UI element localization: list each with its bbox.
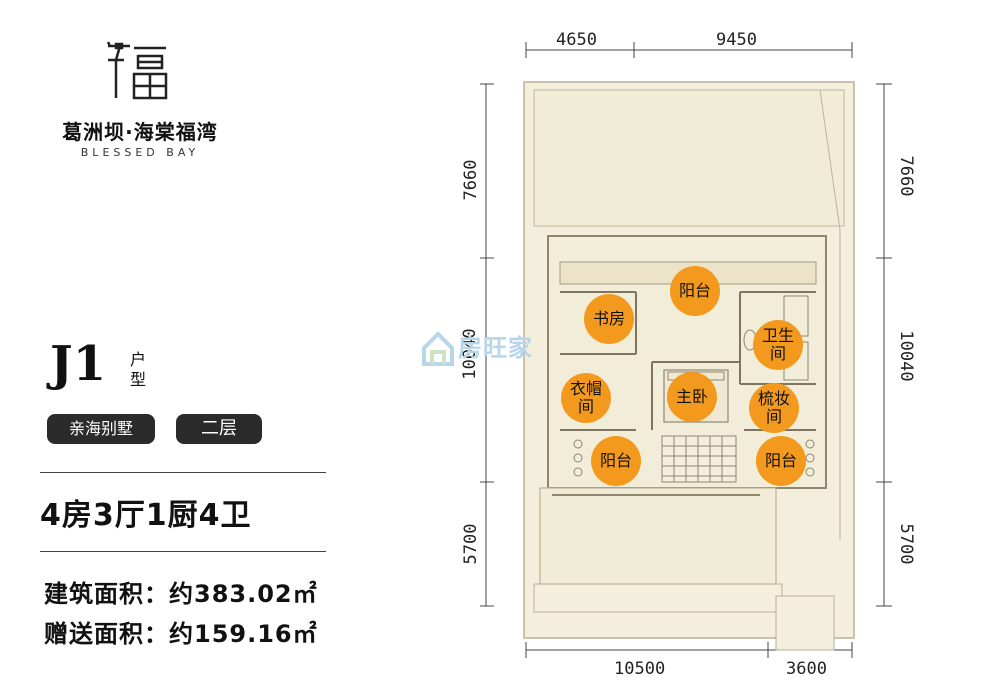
- room-master-bedroom: 主卧: [667, 372, 717, 422]
- watermark-text: 房旺家: [458, 334, 533, 362]
- unit-type-tag: 亲海别墅: [47, 414, 155, 444]
- brand-name-en: BLESSED BAY: [80, 146, 200, 159]
- divider: [40, 472, 326, 473]
- room-study: 书房: [584, 294, 634, 344]
- room-balcony-top: 阳台: [670, 266, 720, 316]
- divider: [40, 551, 326, 552]
- dim-right-top: 7660: [896, 155, 916, 197]
- dim-top-right: 9450: [716, 30, 757, 50]
- floor-plan: [480, 42, 892, 658]
- brand-logo-icon: [106, 41, 168, 100]
- dim-right-bottom: 5700: [896, 523, 916, 565]
- room-balcony-left: 阳台: [591, 436, 641, 486]
- room-dressing: 梳妆 间: [749, 383, 799, 433]
- floor-tag: 二层: [176, 414, 262, 444]
- unit-suffix-line2: 型: [129, 370, 146, 389]
- dim-top-left: 4650: [556, 30, 597, 50]
- unit-suffix-line1: 户: [129, 350, 146, 369]
- dim-bottom-right: 3600: [786, 659, 827, 679]
- dim-left-bottom: 5700: [461, 523, 481, 565]
- room-layout: 4房3厅1厨4卫: [40, 498, 252, 533]
- dim-left-top: 7660: [461, 159, 481, 201]
- room-balcony-right: 阳台: [756, 436, 806, 486]
- house-watermark-icon: [422, 331, 454, 366]
- room-closet: 衣帽 间: [561, 373, 611, 423]
- brand-name-cn: 葛洲坝·海棠福湾: [62, 120, 218, 144]
- unit-code: J1: [50, 336, 107, 392]
- room-bathroom: 卫生 间: [753, 320, 803, 370]
- built-area: 建筑面积：约383.02㎡: [44, 580, 318, 608]
- dim-right-mid: 10040: [896, 330, 916, 382]
- gift-area: 赠送面积：约159.16㎡: [44, 620, 318, 648]
- dim-bottom-left: 10500: [614, 659, 666, 679]
- unit-suffix: 户 型: [126, 350, 150, 390]
